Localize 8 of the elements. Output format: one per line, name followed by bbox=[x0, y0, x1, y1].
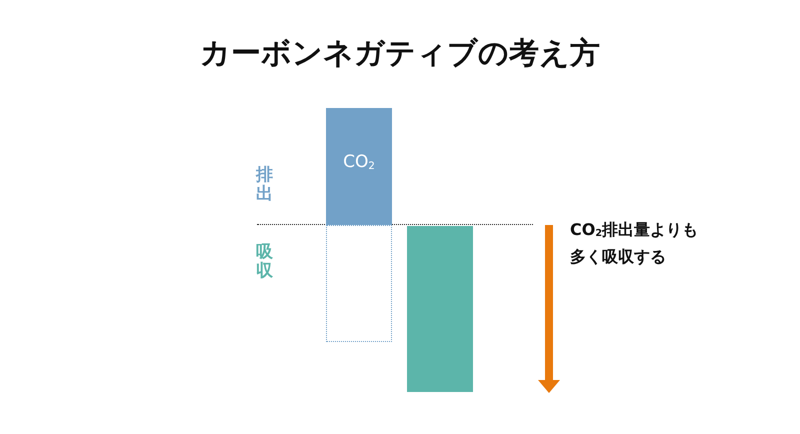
title: カーボンネガティブの考え方 bbox=[200, 36, 600, 72]
axis-label: 吸収 bbox=[256, 243, 273, 281]
emission-bar bbox=[326, 108, 392, 225]
axis-label: 排出 bbox=[256, 166, 273, 204]
bar-label: CO$_{2}$ bbox=[343, 152, 375, 174]
dashed-outline bbox=[326, 225, 392, 342]
absorption-bar bbox=[407, 226, 473, 392]
annotation-text: CO$_{2}$排出量よりも多く吸収する bbox=[570, 219, 700, 268]
